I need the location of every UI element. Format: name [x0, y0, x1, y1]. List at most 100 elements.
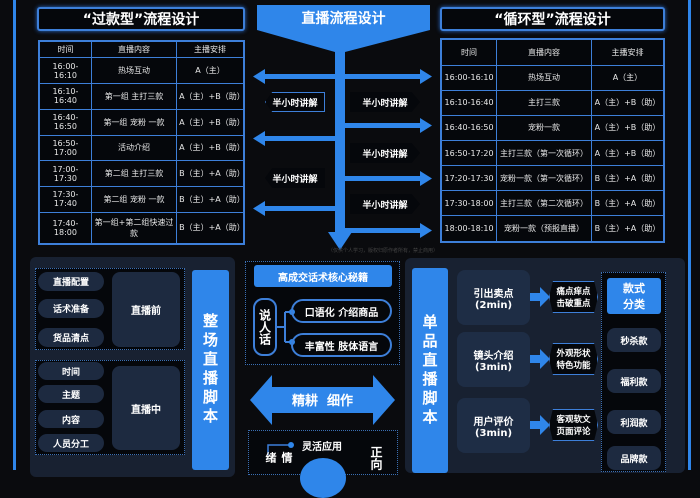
header-cell: 主播安排	[590, 38, 665, 66]
table-cell: 16:00-16:10	[440, 64, 498, 91]
double-arrow-icon	[250, 375, 395, 425]
tag-line: 页面评论	[556, 427, 591, 437]
table-cell: 主打三款	[496, 89, 592, 116]
table-cell: A（主）+B（助）	[176, 134, 245, 162]
step-time: (3min)	[474, 361, 513, 373]
table-cell: 17:30-17:40	[38, 185, 92, 213]
item-staffing: 人员分工	[38, 434, 104, 452]
table-header: 时间直播内容主播安排	[38, 40, 245, 59]
table-cell: A（主）	[176, 57, 245, 85]
tag-line: 痛点痒点	[556, 287, 591, 297]
tag-line: 外观形状	[556, 349, 591, 359]
category-title-line: 款式	[623, 282, 645, 295]
table-cell: B（主）+A（助）	[176, 211, 245, 245]
table-cell: 宠粉一款（预报直播）	[496, 215, 592, 243]
table-cell: 17:20-17:30	[440, 165, 498, 192]
category-title: 款式分类	[607, 278, 661, 314]
table-cell: 第一组+第二组快速过款	[90, 211, 178, 245]
table-cell: 第二组 宠粉 一款	[90, 185, 178, 213]
item-script-prep: 话术准备	[38, 299, 104, 318]
table-cell: 16:10-16:40	[38, 83, 92, 110]
horizontal-arrows	[253, 69, 432, 238]
table-cell: 16:40-16:50	[440, 114, 498, 141]
category-item: 秒杀款	[607, 328, 661, 352]
badge-half-hour: 半小时讲解	[265, 168, 325, 188]
category-item: 品牌款	[607, 446, 661, 470]
table-cell: A（主）+B（助）	[590, 139, 665, 167]
step-box: 用户评价(3min)	[457, 398, 530, 453]
table-cell: A（主）+B（助）	[176, 108, 245, 136]
table-cell: 16:40-16:50	[38, 108, 92, 136]
category-title-line: 分类	[623, 298, 645, 311]
table-cell: B（主）+A（助）	[176, 185, 245, 213]
table-cell: 16:00-16:10	[38, 57, 92, 85]
watermark: （仅供个人学习，版权归原作者所有，禁止商用）	[327, 248, 438, 254]
table-cell: B（主）+A（助）	[590, 215, 665, 243]
step-tag: 客观软文页面评论	[549, 409, 598, 441]
table-cell: 热场互动	[90, 57, 178, 85]
step-tag: 外观形状特色功能	[549, 343, 598, 375]
talk-title: 高成交话术核心秘籍	[254, 265, 392, 287]
item-live-config: 直播配置	[38, 272, 104, 291]
left-flow-title: “过款型”流程设计	[37, 7, 245, 31]
table-cell: 活动介绍	[90, 134, 178, 162]
badge-half-hour: 半小时讲解	[350, 143, 420, 163]
talk-side: 说人话	[253, 298, 277, 356]
during-label: 直播中	[112, 366, 180, 450]
table-cell: 16:50-17:20	[440, 139, 498, 167]
header-cell: 直播内容	[496, 38, 592, 66]
table-cell: 第二组 主打三款	[90, 160, 178, 187]
item-goods-check: 货品清点	[38, 328, 104, 347]
step-name: 镜头介绍	[473, 350, 514, 362]
table-cell: 16:50-17:00	[38, 134, 92, 162]
table-cell: A（主）+B（助）	[176, 83, 245, 110]
right-arrow-icon	[530, 349, 550, 369]
table-cell: 18:00-18:10	[440, 215, 498, 243]
table-header: 时间直播内容主播安排	[440, 38, 665, 66]
arrow-label: 精耕 细作	[291, 394, 354, 409]
table-cell: 宠粉一款（第一次循环）	[496, 165, 592, 192]
item-content: 内容	[38, 410, 104, 428]
single-script-title: 单品直播脚本	[412, 268, 448, 473]
step-time: (3min)	[474, 427, 513, 439]
table-cell: B（主）+A（助）	[590, 165, 665, 192]
table-cell: 主打三款（第一次循环）	[496, 139, 592, 167]
badge-half-hour: 半小时讲解	[265, 92, 325, 112]
table-cell: 第一组 主打三款	[90, 83, 178, 110]
category-item: 利润款	[607, 410, 661, 434]
right-flow-title: “循环型”流程设计	[440, 7, 665, 31]
left-edge-line	[13, 0, 16, 470]
table-cell: B（主）+A（助）	[176, 160, 245, 187]
emotion-label: 情绪	[264, 452, 293, 463]
down-arrow-head	[328, 232, 352, 250]
flexible-use: 灵活应用	[302, 442, 342, 453]
step-name: 引出卖点	[473, 288, 514, 300]
table-cell: 17:30-18:00	[440, 190, 498, 217]
tag-line: 特色功能	[556, 361, 591, 371]
badge-half-hour: 半小时讲解	[350, 194, 420, 214]
header-cell: 直播内容	[90, 40, 178, 59]
right-arrow-icon	[530, 415, 550, 435]
step-box: 引出卖点(2min)	[457, 270, 530, 325]
before-label: 直播前	[112, 272, 180, 347]
badge-half-hour: 半小时讲解	[350, 92, 420, 112]
center-title: 直播流程设计	[301, 11, 386, 27]
table-cell: 热场互动	[496, 64, 592, 91]
table-cell: 主打三款（第二次循环）	[496, 190, 592, 217]
circle-shape	[300, 458, 346, 498]
step-box: 镜头介绍(3min)	[457, 332, 530, 387]
right-edge-line	[688, 0, 691, 470]
